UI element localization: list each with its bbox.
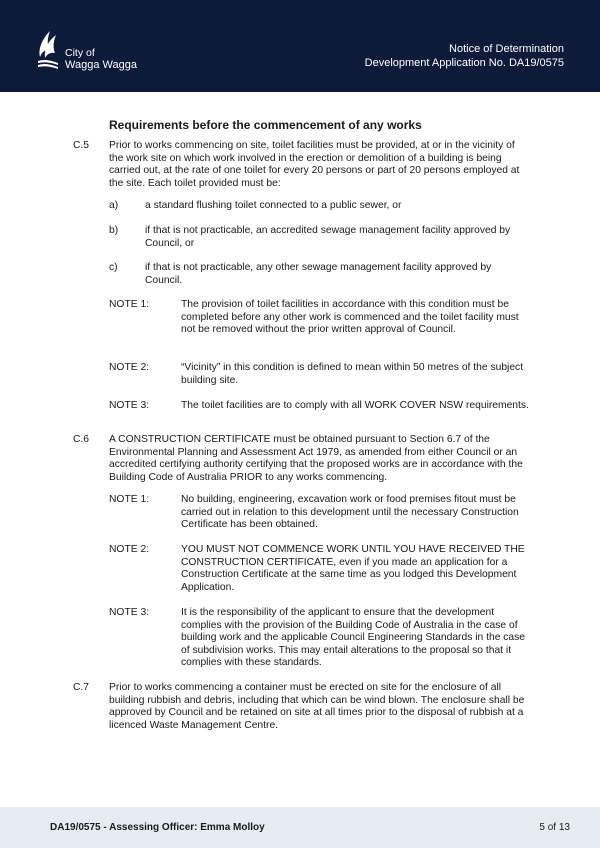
application-number: Development Application No. DA19/0575	[364, 57, 564, 69]
note-text: The provision of toilet facilities in ac…	[181, 299, 519, 336]
note-label: NOTE 1:	[109, 494, 150, 505]
condition-number: C.7	[73, 682, 90, 693]
page-footer: DA19/0575 - Assessing Officer: Emma Moll…	[0, 807, 600, 848]
list-item-text: if that is not practicable, an accredite…	[145, 225, 511, 249]
page-number: 5 of 13	[539, 822, 570, 833]
logo-line1: City of	[65, 47, 95, 59]
list-item-label: a)	[109, 200, 119, 211]
condition-number: C.5	[73, 140, 90, 151]
note-text: No building, engineering, excavation wor…	[181, 494, 519, 531]
note-text: YOU MUST NOT COMMENCE WORK UNTIL YOU HAV…	[181, 544, 525, 593]
condition-text: A CONSTRUCTION CERTIFICATE must be obtai…	[109, 434, 523, 483]
list-item-text: if that is not practicable, any other se…	[145, 262, 492, 286]
list-item-text: a standard flushing toilet connected to …	[145, 200, 402, 211]
note-label: NOTE 2:	[109, 544, 150, 555]
condition-number: C.6	[73, 434, 90, 445]
note-text: “Vicinity” in this condition is defined …	[181, 362, 524, 386]
note-label: NOTE 2:	[109, 362, 150, 373]
section-heading: Requirements before the commencement of …	[109, 118, 422, 132]
council-emblem-icon	[38, 31, 58, 69]
header-title-block: Notice of Determination Development Appl…	[365, 42, 564, 70]
note-label: NOTE 1:	[109, 299, 150, 310]
footer-officer: DA19/0575 - Assessing Officer: Emma Moll…	[50, 822, 265, 833]
note-text: The toilet facilities are to comply with…	[181, 400, 529, 411]
logo-line2: Wagga Wagga	[65, 59, 137, 71]
document-title: Notice of Determination	[449, 43, 564, 55]
note-label: NOTE 3:	[109, 400, 150, 411]
condition-text: Prior to works commencing on site, toile…	[109, 140, 520, 189]
list-item-label: c)	[109, 262, 118, 273]
page-header: City of Wagga Wagga Notice of Determinat…	[0, 0, 600, 92]
list-item-label: b)	[109, 225, 119, 236]
council-logo: City of Wagga Wagga	[36, 27, 146, 77]
note-label: NOTE 3:	[109, 607, 150, 618]
note-text: It is the responsibility of the applican…	[181, 607, 526, 669]
condition-text: Prior to works commencing a container mu…	[109, 682, 525, 731]
